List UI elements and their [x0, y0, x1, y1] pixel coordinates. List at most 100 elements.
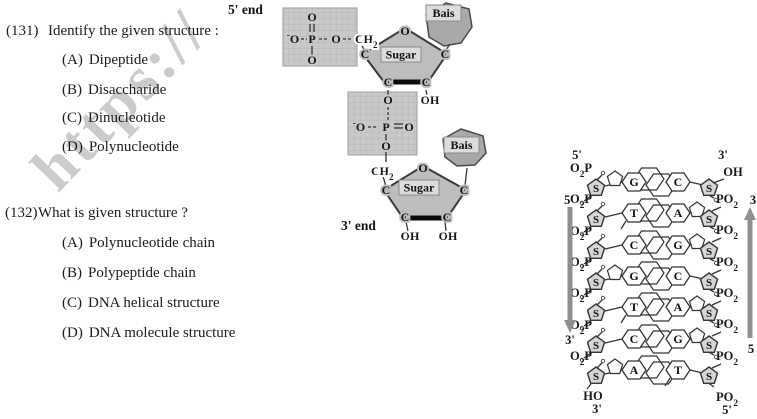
- question-title: What is given structure ?: [38, 205, 188, 221]
- base-letter: T: [630, 206, 638, 220]
- base-hexagon: [621, 266, 647, 286]
- bond-line: [711, 363, 722, 369]
- base-hexagon: [621, 235, 647, 255]
- ester-oxygen: [600, 170, 606, 176]
- base-letter: T: [674, 363, 682, 377]
- phosphate-box-grid: [347, 91, 418, 156]
- bond-line: [596, 331, 603, 338]
- fused-ring: [633, 292, 665, 316]
- atom-o: O: [404, 120, 413, 134]
- five-arrow-label: 5: [748, 342, 754, 356]
- down-arrowhead: [564, 320, 576, 333]
- base-letter: C: [674, 269, 683, 283]
- sugar-letter: S: [593, 277, 599, 289]
- sugar-pentagon: [586, 241, 606, 259]
- phosphate-label-right: PO2: [716, 349, 738, 368]
- bond-line: [583, 352, 592, 359]
- sugar-letter: S: [706, 246, 712, 258]
- bond-line: [711, 331, 722, 337]
- fused-ring: [633, 355, 665, 379]
- option-b: (B)Disaccharide: [62, 82, 166, 99]
- fused-ring: [633, 261, 665, 285]
- oh-terminal: OH: [723, 165, 743, 179]
- base-hexagon: [665, 360, 691, 380]
- base-letter: A: [630, 363, 639, 377]
- atom-o: O: [307, 10, 316, 24]
- phosphate-label-left: O2P: [570, 161, 592, 180]
- up-arrowhead: [744, 207, 756, 220]
- base-hexagon: [665, 172, 691, 192]
- option-b: (B)Polypeptide chain: [62, 265, 196, 282]
- base-hexagon: [621, 297, 647, 317]
- phosphate-box-grid: [282, 7, 358, 67]
- bond-line: [596, 237, 603, 244]
- bond-line: [464, 167, 468, 187]
- bond-line: [583, 195, 592, 202]
- atom-o: O: [381, 139, 390, 153]
- sugar-pentagon: [586, 303, 606, 321]
- atom-o: O: [307, 53, 316, 67]
- atom-ch2: CH2: [371, 164, 394, 182]
- base-letter: G: [629, 269, 638, 283]
- ester-oxygen: [713, 197, 719, 203]
- bond-line: [604, 212, 623, 218]
- three-prime-top-right: 3': [718, 148, 728, 162]
- option-text: DNA molecule structure: [88, 325, 236, 341]
- base-hexagon: [665, 235, 691, 255]
- sugar-pentagon: [586, 209, 606, 227]
- purine-pentagon: [688, 201, 706, 218]
- label-box: [398, 179, 440, 196]
- option-letter: (A): [62, 235, 83, 251]
- atom-c: C: [384, 75, 393, 89]
- bond-line: [361, 45, 366, 52]
- option-letter: (A): [62, 52, 83, 68]
- sugar-pentagon: [699, 272, 719, 290]
- five-prime-top-left: 5': [572, 148, 582, 162]
- label-box: [425, 4, 462, 22]
- bond-line: [583, 226, 592, 233]
- base-letter: C: [630, 238, 639, 252]
- purine-pentagon: [688, 295, 706, 312]
- bond-line: [620, 220, 627, 230]
- bond-line: [711, 237, 722, 243]
- option-text: Polypeptide chain: [88, 265, 196, 281]
- three-prime-arrow-label: 3': [565, 333, 575, 347]
- atom-c: C: [460, 183, 469, 197]
- option-letter: (C): [62, 295, 82, 311]
- sugar-letter: S: [593, 340, 599, 352]
- bond-line: [711, 300, 722, 306]
- sugar-letter: S: [593, 246, 599, 258]
- sugar-letter: S: [706, 277, 712, 289]
- option-c: (C)DNA helical structure: [62, 295, 220, 312]
- atom-c: C: [401, 210, 410, 224]
- bond-line: [444, 221, 447, 232]
- fused-ring: [633, 167, 665, 191]
- question-132: (132) What is given structure ? (A)Polyn…: [5, 205, 325, 350]
- ester-oxygen: [600, 201, 606, 207]
- sugar-pentagon: [586, 366, 606, 384]
- question-title: Identify the given structure :: [48, 23, 219, 39]
- ester-oxygen: [713, 322, 719, 328]
- base-hexagon: [621, 329, 647, 349]
- purine-pentagon: [688, 327, 706, 344]
- base-hexagon: [665, 266, 691, 286]
- option-d: (D)DNA molecule structure: [62, 325, 235, 342]
- three-prime-end-label: 3' end: [341, 218, 376, 233]
- atom-ch2: CH2: [355, 32, 378, 50]
- phosphate-label-right: PO2: [716, 255, 738, 274]
- ester-oxygen: [579, 325, 585, 331]
- option-text: Dinucleotide: [88, 110, 166, 126]
- phosphate-label-left: O2P: [570, 318, 592, 337]
- atom-c: C: [441, 47, 450, 61]
- ester-oxygen: [579, 357, 585, 363]
- bond-line: [405, 221, 409, 232]
- atom-o: O: [331, 32, 340, 46]
- atom-p: P: [382, 120, 389, 134]
- sugar-pentagon: [586, 272, 606, 290]
- phosphate-label-right: PO2: [716, 286, 738, 305]
- bond-line: [583, 258, 592, 265]
- bond-line: [604, 244, 623, 250]
- sugar-label: Sugar: [404, 181, 435, 195]
- label-box: [443, 136, 480, 154]
- phosphate-label-right: PO2: [716, 192, 738, 211]
